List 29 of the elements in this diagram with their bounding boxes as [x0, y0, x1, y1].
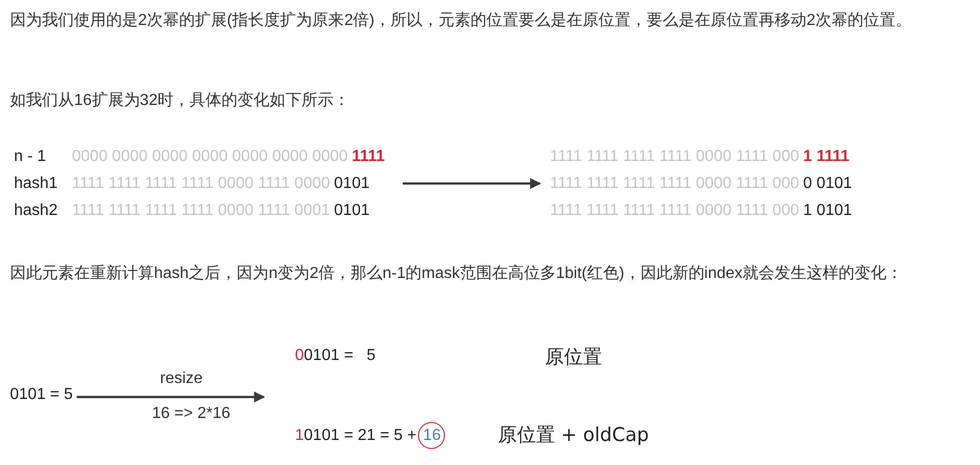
high-bit: 0 [295, 346, 304, 366]
binary-equation: 0101 = 5 [304, 346, 376, 366]
row-label: hash2 [14, 201, 59, 221]
resize-note: 16 => 2*16 [152, 404, 230, 424]
highlighted-bits: 0 0101 [803, 174, 852, 194]
paragraph: 如我们从16扩展为32时，具体的变化如下所示： [10, 90, 350, 111]
bit-string: 1111 1111 1111 1111 0000 1111 0001 [72, 201, 332, 221]
position-note: 原位置 + oldCap [498, 423, 649, 448]
circled-number: 16 [418, 422, 446, 449]
arrow [402, 178, 542, 189]
binary-value: 0101 = 5 [10, 383, 73, 407]
bit-string: 1111 1111 1111 1111 0000 1111 000 [550, 174, 800, 194]
bit-string: 1111 1111 1111 1111 0000 1111 000 [550, 147, 800, 167]
paragraph: 因为我们使用的是2次幂的扩展(指长度扩为原来2倍)，所以，元素的位置要么是在原位置，要么是在原位置再移动2次幂的位置。 [10, 10, 912, 31]
row-label: n - 1 [14, 147, 48, 167]
highlighted-bits: 0101 [334, 201, 370, 221]
bit-string: 1111 1111 1111 1111 0000 1111 0000 [72, 174, 332, 194]
bit-string: 1111 1111 1111 1111 0000 1111 000 [550, 201, 800, 221]
paragraph: 因此元素在重新计算hash之后，因为n变为2倍，那么n-1的mask范围在高位多1bit(红色)，因此新的index就会发生这样的变化： [10, 264, 904, 284]
highlighted-bits: 1111 [352, 147, 385, 167]
arrow [76, 392, 266, 402]
high-bit: 1 [295, 426, 304, 446]
bit-string: 0000 0000 0000 0000 0000 0000 0000 [72, 147, 349, 167]
position-note: 原位置 [545, 345, 602, 370]
highlighted-bits: 1 1111 [803, 147, 850, 167]
row-label: hash1 [14, 174, 59, 194]
highlighted-bits: 1 0101 [803, 201, 852, 221]
binary-equation: 0101 = 21 = 5 + [304, 426, 416, 446]
highlighted-bits: 0101 [334, 174, 370, 194]
